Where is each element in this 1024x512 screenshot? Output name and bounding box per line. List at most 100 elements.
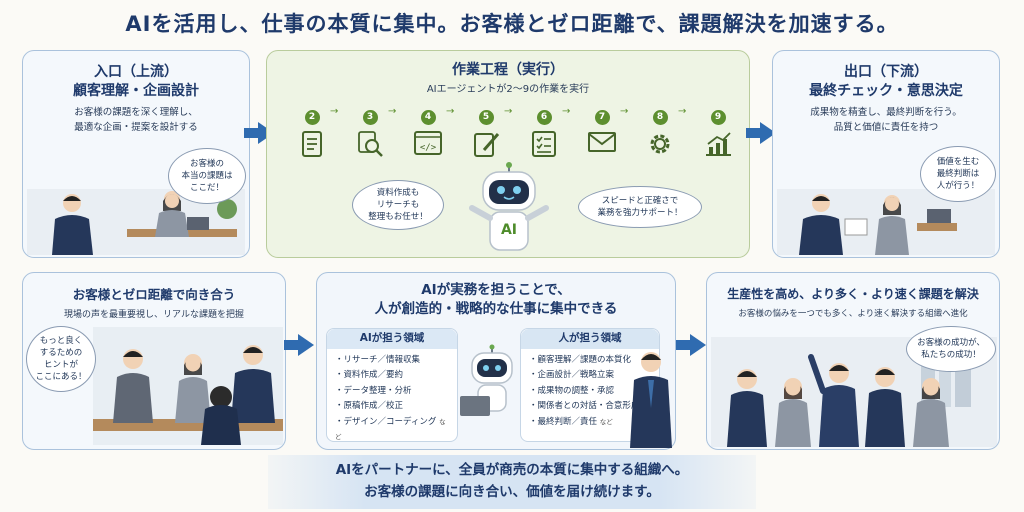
center-title-2: 人が創造的・戦略的な仕事に集中できる bbox=[374, 301, 618, 317]
step-number: 2 bbox=[304, 110, 320, 125]
step-arrow: → bbox=[504, 106, 513, 117]
step-6: 6 bbox=[524, 104, 564, 158]
process-right-bubble: スピードと正確さで 業務を強力サポート！ bbox=[578, 186, 702, 228]
entry-bubble-line-3: ここだ！ bbox=[189, 183, 224, 193]
small-robot-icon bbox=[460, 344, 513, 416]
entry-title: 入口（上流） bbox=[94, 64, 178, 80]
footer-line-2: お客様の課題に向き合い、価値を届け続けます。 bbox=[364, 484, 660, 500]
center-title-1: AIが実務を担うことで、 bbox=[421, 282, 571, 298]
robot-label: AI bbox=[500, 222, 518, 238]
arrow-center-to-growth bbox=[676, 334, 706, 356]
zero-bubble-line-1: もっと良く bbox=[39, 336, 83, 346]
human-role-item: ・顧客理解／課題の本質化 bbox=[529, 354, 632, 365]
ai-roles-heading: AIが担う領域 bbox=[327, 329, 457, 349]
growth-card: 生産性を高め、より多く・より速く課題を解決 お客様の悩みを一つでも多く、より速く… bbox=[706, 272, 1000, 450]
step-arrow: → bbox=[388, 106, 397, 117]
step-3: 3 bbox=[350, 104, 390, 158]
chart-icon bbox=[706, 132, 731, 156]
step-8: 8 bbox=[640, 104, 680, 158]
growth-bubble-line-2: 私たちの成功！ bbox=[921, 350, 981, 360]
ai-roles-panel: AIが担う領域 ・リサーチ／情報収集 ・資料作成／要約 ・データ整理・分析 ・原… bbox=[326, 328, 458, 442]
exit-subtitle: 最終チェック・意思決定 bbox=[809, 83, 963, 99]
step-number: 6 bbox=[536, 110, 552, 125]
step-number: 3 bbox=[362, 110, 378, 125]
svg-text:</>: </> bbox=[420, 143, 437, 153]
businessman-icon bbox=[630, 352, 672, 448]
ai-role-item: ・デザイン／コーディング など bbox=[335, 415, 449, 446]
human-roles-heading: 人が担う領域 bbox=[521, 329, 659, 349]
entry-desc-1: お客様の課題を深く理解し、 bbox=[74, 107, 198, 118]
edit-icon bbox=[474, 133, 500, 157]
step-number: 4 bbox=[420, 110, 436, 125]
exit-bubble-line-3: 人が行う！ bbox=[936, 181, 980, 191]
exit-desc-2: 品質と価値に責任を持つ bbox=[833, 122, 939, 133]
step-2: 2 bbox=[292, 104, 332, 158]
step-number: 5 bbox=[478, 110, 494, 125]
process-left-bubble: 資料作成も リサーチも 整理もお任せ！ bbox=[352, 180, 444, 230]
process-left-bubble-line-1: 資料作成も bbox=[376, 188, 420, 198]
entry-desc-2: 最適な企画・提案を設計する bbox=[74, 122, 198, 133]
robot-icon bbox=[469, 162, 549, 251]
zero-desc: 現場の声を最重要視し、リアルな課題を把握 bbox=[64, 310, 244, 320]
arrow-zero-to-center bbox=[284, 334, 314, 356]
zero-bubble-line-2: するための bbox=[39, 348, 83, 358]
step-7: 7 bbox=[582, 104, 622, 154]
process-right-bubble-line-2: 業務を強力サポート！ bbox=[597, 208, 683, 218]
process-left-bubble-line-2: リサーチも bbox=[376, 200, 420, 210]
ai-role-item-text: ・デザイン／コーディング bbox=[335, 416, 437, 427]
step-number: 8 bbox=[652, 110, 668, 125]
exit-bubble-line-1: 価値を生む bbox=[936, 157, 980, 167]
step-arrow: → bbox=[330, 106, 339, 117]
step-9: 9 bbox=[698, 104, 738, 158]
process-steps: 2 → 3 → 4 </> → 5 → 6 → 7 → 8 → 9 bbox=[292, 104, 752, 164]
process-right-bubble-line-1: スピードと正確さで bbox=[601, 196, 679, 206]
step-arrow: → bbox=[562, 106, 571, 117]
human-role-item: ・関係者との対話・合意形成 bbox=[529, 401, 640, 411]
exit-bubble-line-2: 最終判断は bbox=[936, 169, 980, 179]
step-number: 7 bbox=[594, 110, 610, 125]
footer-line-1: AIをパートナーに、全員が商売の本質に集中する組織へ。 bbox=[335, 462, 689, 478]
team-meeting-icon bbox=[93, 327, 283, 445]
gear-icon bbox=[650, 134, 670, 154]
zero-speech-bubble: もっと良く するための ヒントが ここにある！ bbox=[26, 326, 96, 392]
human-role-item: ・最終判断／責任 など bbox=[529, 415, 651, 431]
process-left-bubble-line-3: 整理もお任せ！ bbox=[368, 212, 428, 222]
human-roles-more: など bbox=[599, 417, 613, 426]
zero-bubble-line-3: ヒントが bbox=[43, 360, 78, 370]
meeting-scene-icon bbox=[27, 189, 245, 255]
ai-role-item: ・原稿作成／校正 bbox=[335, 401, 404, 411]
exit-desc-1: 成果物を精査し、最終判断を行う。 bbox=[810, 107, 962, 118]
step-number: 9 bbox=[710, 110, 726, 125]
magnifier-icon bbox=[358, 131, 383, 157]
step-arrow: → bbox=[678, 106, 687, 117]
step-arrow: → bbox=[446, 106, 455, 117]
exit-speech-bubble: 価値を生む 最終判断は 人が行う！ bbox=[920, 146, 996, 202]
human-role-item: ・成果物の調整・承認 bbox=[529, 385, 615, 396]
checklist-icon bbox=[532, 131, 556, 157]
entry-meeting-illustration bbox=[27, 189, 245, 255]
zero-title: お客様とゼロ距離で向き合う bbox=[72, 287, 236, 302]
entry-bubble-line-2: 本当の課題は bbox=[181, 171, 233, 181]
zero-bubble-line-4: ここにある！ bbox=[35, 372, 87, 382]
mail-icon bbox=[588, 132, 616, 152]
human-role-item: ・企画設計／戦略立案 bbox=[529, 370, 615, 380]
process-subtitle: AIエージェントが2〜9の作業を実行 bbox=[426, 84, 590, 95]
exit-title: 出口（下流） bbox=[844, 64, 928, 80]
growth-speech-bubble: お客様の成功が、 私たちの成功！ bbox=[906, 326, 996, 372]
document-icon bbox=[302, 131, 322, 157]
step-arrow: → bbox=[620, 106, 629, 117]
step-4: 4 </> bbox=[408, 104, 448, 156]
growth-title: 生産性を高め、より多く・より速く課題を解決 bbox=[727, 287, 979, 301]
footer-banner: AIをパートナーに、全員が商売の本質に集中する組織へ。 お客様の課題に向き合い、… bbox=[268, 455, 756, 509]
ai-roles-more: など bbox=[335, 417, 446, 442]
human-role-item-text: ・最終判断／責任 bbox=[529, 416, 598, 427]
entry-bubble-line-1: お客様の bbox=[189, 159, 224, 169]
code-icon: </> bbox=[414, 131, 442, 155]
step-5: 5 bbox=[466, 104, 506, 158]
ai-role-item: ・資料作成／要約 bbox=[335, 370, 404, 380]
growth-bubble-line-1: お客様の成功が、 bbox=[917, 338, 985, 348]
page-headline: AIを活用し、仕事の本質に集中。お客様とゼロ距離で、課題解決を加速する。 bbox=[125, 12, 899, 36]
zero-meeting-illustration bbox=[93, 327, 283, 445]
ai-role-item: ・リサーチ／情報収集 bbox=[335, 354, 421, 365]
process-title: 作業工程（実行） bbox=[452, 62, 564, 78]
